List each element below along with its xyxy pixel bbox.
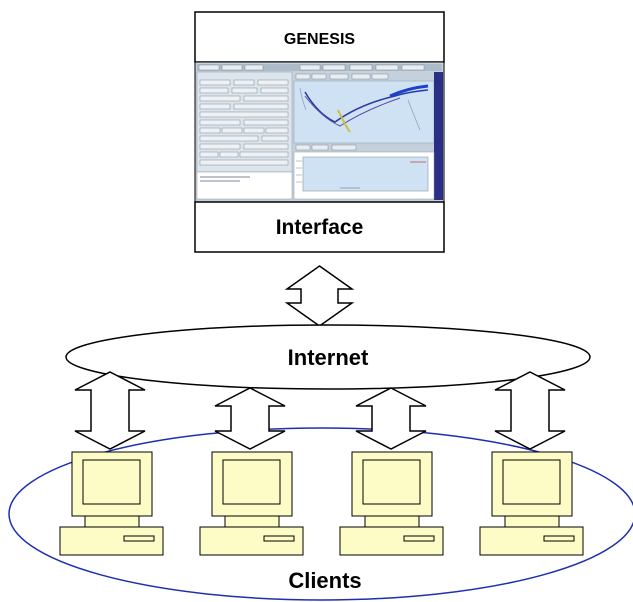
client-arrows: [74, 371, 566, 450]
clients-group: Clients: [8, 427, 633, 601]
double-headed-arrow-icon: [74, 371, 146, 450]
computer-icon: [479, 451, 584, 556]
computer-icon: [339, 451, 444, 556]
internet-cloud: Internet: [65, 324, 591, 390]
client-computer-2: [199, 451, 304, 556]
genesis-title: GENESIS: [284, 31, 355, 48]
client-computer-4: [479, 451, 584, 556]
computer-icon: [59, 451, 164, 556]
double-headed-arrow-icon: [214, 387, 286, 450]
computer-icon: [199, 451, 304, 556]
client-computer-3: [339, 451, 444, 556]
double-headed-arrow-icon: [355, 387, 427, 450]
double-headed-arrow-icon: [284, 265, 355, 327]
interface-label: Interface: [276, 216, 364, 239]
client-computer-1: [59, 451, 164, 556]
double-headed-arrow-icon: [494, 371, 566, 450]
internet-label: Internet: [288, 345, 369, 370]
interface-screenshot: [194, 61, 445, 203]
genesis-title-box: GENESIS: [194, 11, 445, 63]
clients-label: Clients: [288, 568, 361, 593]
interface-box: Interface: [194, 201, 445, 253]
clients-ellipse: [8, 427, 633, 601]
